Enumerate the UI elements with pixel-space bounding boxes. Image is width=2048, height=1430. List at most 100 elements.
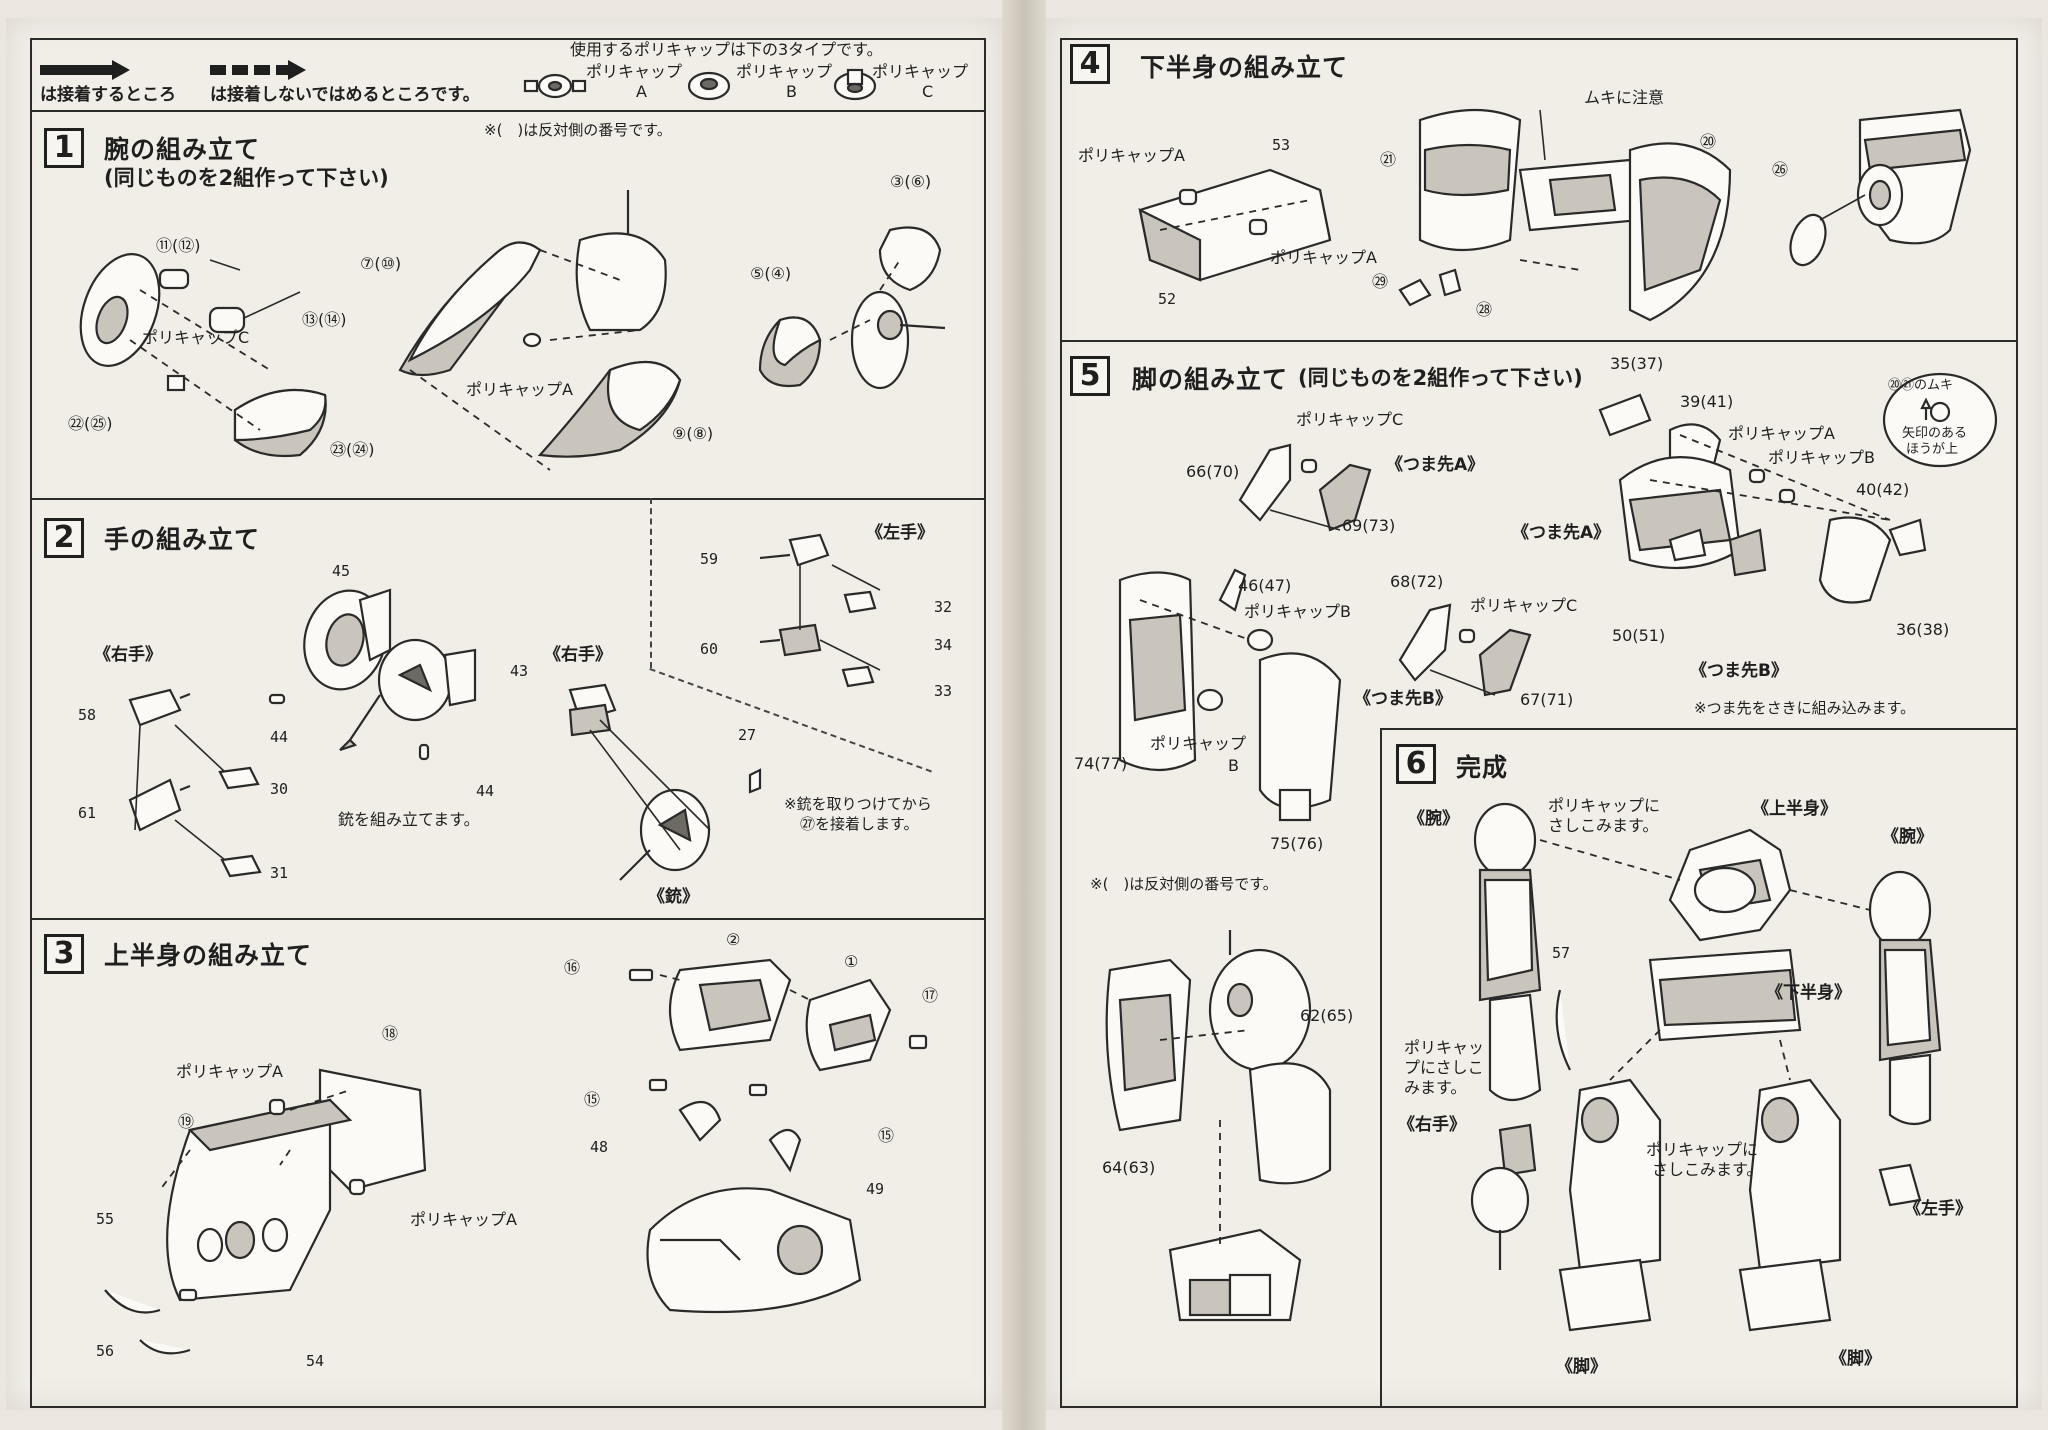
- step3-part-49: 49: [866, 1180, 885, 1198]
- step2-right-hand-label-1: 《右手》: [94, 645, 162, 665]
- step2-part-44a: 44: [270, 728, 289, 746]
- step3-part-54: 54: [306, 1352, 325, 1370]
- step2-number: 2: [44, 518, 84, 558]
- step5-number: 5: [1070, 356, 1110, 396]
- step5-part-62: 62(65): [1300, 1006, 1354, 1025]
- step1-part-22: ㉒(㉕): [68, 414, 113, 433]
- step5-leg-assembled-illustration: [1105, 930, 1332, 1322]
- no-glue-arrow-icon: [210, 60, 306, 80]
- book-gutter: [1002, 0, 1046, 1430]
- step6-lower-body-label: 《下半身》: [1766, 983, 1851, 1003]
- polycap-c-name: ポリキャップ: [872, 62, 969, 81]
- step5-polycap-b-1: ポリキャップB: [1244, 602, 1351, 621]
- opposite-number-note: ※( )は反対側の番号です。: [484, 121, 672, 139]
- step6-part-57: 57: [1552, 944, 1571, 962]
- polycap-a-name: ポリキャップ: [586, 62, 683, 81]
- step3-polycap-a-2: ポリキャップA: [410, 1210, 517, 1229]
- step2-part-61: 61: [78, 804, 97, 822]
- step5-part-75: 75(76): [1270, 834, 1324, 853]
- step5-part-66: 66(70): [1186, 462, 1240, 481]
- step6-insert-note-2a: ポリキャッ: [1404, 1038, 1485, 1057]
- step2-gun-parts-illustration: [268, 588, 477, 761]
- step1-polycap-c: ポリキャップC: [142, 328, 250, 347]
- step4-hip-illustration: [1398, 108, 1732, 322]
- step2-part-32: 32: [934, 598, 953, 616]
- step5-toe-a-label-2: 《つま先A》: [1512, 523, 1611, 543]
- polycap-a-icon: [523, 73, 587, 99]
- step5-toe-b-illustration: [1398, 603, 1532, 697]
- step1-part-5: ⑤(④): [750, 264, 792, 283]
- step2-title: 手の組み立て: [104, 525, 261, 554]
- step4-part-53: 53: [1272, 136, 1291, 154]
- step5-toe-b-label-2: 《つま先B》: [1690, 661, 1788, 681]
- step2-gun-hand-illustration: [568, 683, 762, 881]
- polycap-c-type: C: [922, 82, 934, 101]
- step5-part-68: 68(72): [1390, 572, 1444, 591]
- step4-part-26: ㉖: [1772, 160, 1789, 179]
- step4-part-52: 52: [1158, 290, 1177, 308]
- step2-gun-assembly-text: 銃を組み立てます。: [338, 810, 480, 829]
- legend-glue-text: は接着するところ: [40, 85, 176, 105]
- step5-part-40: 40(42): [1856, 480, 1910, 499]
- step5-polycap-b-2: ポリキャップ: [1150, 734, 1247, 753]
- step5-title: 脚の組み立て: [1132, 365, 1289, 394]
- step3-part-16: ⑯: [564, 958, 581, 977]
- divider-legend: [30, 110, 986, 112]
- polycap-b-name: ポリキャップ: [736, 62, 833, 81]
- step5-part-74: 74(77): [1074, 754, 1128, 773]
- polycap-intro: 使用するポリキャップは下の3タイプです。: [570, 40, 883, 59]
- step2-right-hand-label-2: 《右手》: [544, 645, 612, 665]
- left-page-frame: [30, 38, 986, 1408]
- divider-step4: [1060, 340, 2018, 342]
- step2-dashed-divider: [650, 498, 652, 668]
- step5-opposite-note: ※( )は反対側の番号です。: [1090, 875, 1278, 893]
- step3-part-17: ⑰: [922, 986, 939, 1005]
- divider-step2: [30, 918, 986, 920]
- step6-complete-robot-illustration: [1470, 802, 1942, 1332]
- step6-insert-note-1a: ポリキャップに: [1548, 796, 1661, 815]
- step4-number: 4: [1070, 44, 1110, 84]
- step1-part-13: ⑬(⑭): [302, 310, 347, 329]
- step5-part-69: 69(73): [1342, 516, 1396, 535]
- step1-polycap-a: ポリキャップA: [466, 380, 573, 399]
- step3-part-15a: ⑮: [584, 1090, 601, 1109]
- step6-upper-body-label: 《上半身》: [1752, 799, 1837, 819]
- step1-shoulder-illustration: [758, 226, 946, 390]
- step6-insert-note-2b: プにさしこ: [1404, 1058, 1484, 1077]
- step5-part-64: 64(63): [1102, 1158, 1156, 1177]
- step1-title: 腕の組み立て: [104, 135, 261, 164]
- step3-part-19: ⑲: [178, 1112, 195, 1131]
- step2-left-hand-label: 《左手》: [866, 523, 934, 543]
- polycap-c-icon: [833, 68, 877, 101]
- step2-part-59: 59: [700, 550, 719, 568]
- step6-insert-note-3b: さしこみます。: [1652, 1160, 1763, 1179]
- step5-leg-shell-illustration: [1118, 568, 1342, 822]
- step3-number: 3: [44, 934, 84, 974]
- step2-part-58: 58: [78, 706, 97, 724]
- step2-left-hand-illustration: [759, 533, 881, 688]
- step5-part-35: 35(37): [1610, 354, 1664, 373]
- step2-gun-label: 《銃》: [648, 887, 699, 907]
- step5-foot-illustration: [1598, 393, 1927, 604]
- step2-part-60: 60: [700, 640, 719, 658]
- step6-arm-right-label: 《腕》: [1882, 827, 1933, 847]
- step4-caution-text: ムキに注意: [1584, 88, 1665, 107]
- step1-part-7: ⑦(⑩): [360, 254, 402, 273]
- step5-subtitle: (同じものを2組作って下さい): [1298, 366, 1583, 390]
- step6-left-hand-label: 《左手》: [1904, 1199, 1972, 1219]
- step1-number: 1: [44, 128, 84, 168]
- step5-toe-a-illustration: [1238, 443, 1372, 532]
- step5-orientation-text-1: 矢印のある: [1902, 426, 1968, 441]
- step2-part-30: 30: [270, 780, 289, 798]
- step5-part-50: 50(51): [1612, 626, 1666, 645]
- step5-part-67: 67(71): [1520, 690, 1574, 709]
- step5-polycap-c-2: ポリキャップC: [1470, 596, 1578, 615]
- step6-leg-label-1: 《脚》: [1556, 1357, 1607, 1377]
- step5-part-36: 36(38): [1896, 620, 1950, 639]
- step5-orientation-text-2: ほうが上: [1906, 442, 1959, 457]
- step5-polycap-b-3: ポリキャップB: [1768, 448, 1875, 467]
- step3-title: 上半身の組み立て: [104, 941, 313, 970]
- step1-subtitle: (同じものを2組作って下さい): [104, 166, 389, 190]
- step3-torso-illustration: [104, 1068, 427, 1355]
- step5-polycap-a: ポリキャップA: [1728, 424, 1835, 443]
